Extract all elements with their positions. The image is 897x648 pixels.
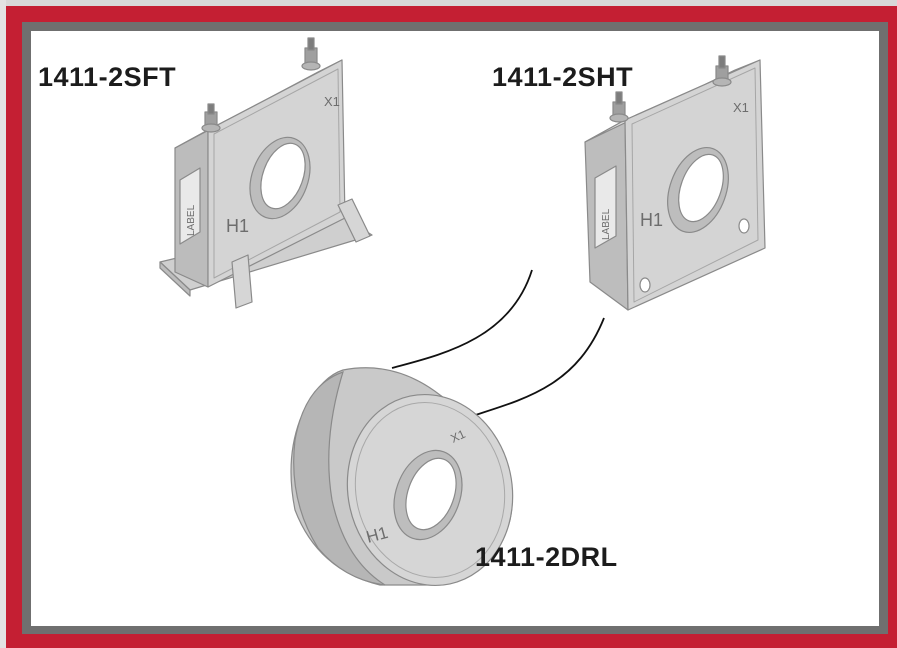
lead-wire-lower [459, 317, 605, 421]
2sft-foot-right [337, 198, 371, 243]
2drl-primary-marking: H1 [364, 523, 390, 547]
2sft-primary-marking: H1 [226, 216, 249, 236]
ct-2sft [159, 37, 373, 309]
2sht-stud-h1 [609, 91, 629, 123]
2sht-primary-marking: H1 [640, 210, 663, 230]
lead-wire-upper [391, 269, 533, 369]
2drl-window-inner [405, 457, 457, 531]
2sht-stud-x1 [712, 55, 732, 87]
2sht-label-plate [594, 165, 617, 249]
2sht-window-inner [678, 153, 724, 223]
2sft-label-text: LABEL [186, 204, 197, 236]
2sft-window-inner [260, 142, 306, 210]
2sft-label-plate [179, 167, 201, 245]
2sht-mount-hole-left [639, 277, 651, 293]
2sft-stud-x1 [301, 37, 321, 71]
2drl-secondary-marking: X1 [448, 427, 468, 446]
2sht-mount-hole-right [738, 218, 750, 234]
ct-2sht [584, 55, 766, 311]
model-label-2drl: 1411-2DRL [475, 542, 618, 572]
model-label-2sft: 1411-2SFT [38, 62, 177, 92]
2sft-secondary-marking: X1 [324, 94, 340, 109]
ct-2drl [290, 367, 514, 587]
2sht-label-text: LABEL [601, 208, 612, 240]
left-strip [0, 0, 6, 648]
2sht-secondary-marking: X1 [733, 100, 749, 115]
2sft-foot-left [231, 254, 253, 309]
2sft-base-edge [159, 261, 191, 297]
model-label-2sht: 1411-2SHT [492, 62, 634, 92]
2drl-rear-band [293, 371, 386, 586]
2sft-stud-h1 [201, 103, 221, 133]
